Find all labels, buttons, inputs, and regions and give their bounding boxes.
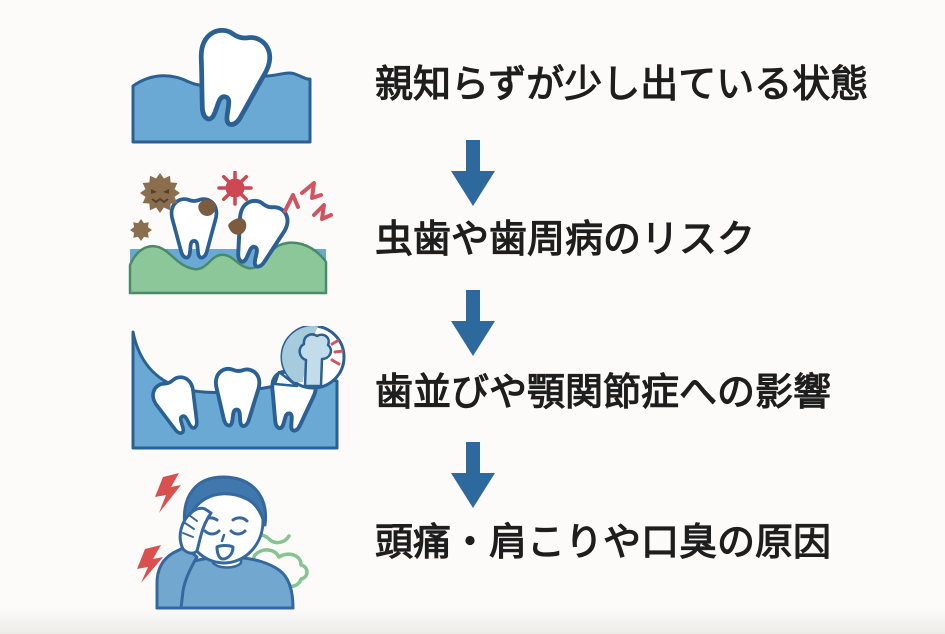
- step-label-headache-bad-breath: 頭痛・肩こりや口臭の原因: [375, 522, 832, 564]
- virus-icon: [217, 171, 253, 206]
- tilted-wisdom-tooth-icon: [151, 375, 199, 435]
- jaw-joint-inset-icon: [273, 326, 346, 390]
- step-label-decay-risk: 虫歯や歯周病のリスク: [375, 219, 756, 261]
- hair-icon: [182, 475, 268, 529]
- down-arrow-icon: [451, 442, 495, 508]
- finger-lines-icon: [182, 514, 198, 538]
- condyle-bone-icon: [298, 333, 333, 388]
- alignment-illustration-svg: [131, 326, 346, 450]
- cavity-spot-icon: [198, 199, 216, 216]
- bacteria-small-icon: [130, 219, 152, 241]
- decayed-wisdom-tooth-icon: [236, 198, 290, 269]
- down-arrow-icon: [451, 290, 495, 356]
- pain-marks-icon: [283, 181, 333, 221]
- decay-illustration-svg: [128, 171, 333, 295]
- man-headache-bad-breath-icon: [127, 471, 325, 629]
- headache-illustration-svg: [137, 473, 309, 610]
- hand-icon: [178, 506, 213, 555]
- inset-pointer-icon: [273, 370, 299, 388]
- crowded-teeth-jaw-joint-icon: [127, 326, 349, 452]
- inflamed-gum-icon: [128, 241, 328, 295]
- molar-tooth-icon: [213, 366, 262, 428]
- down-arrow-icon: [451, 140, 495, 206]
- mouth-icon: [215, 544, 235, 561]
- lightning-pain-icon: [137, 473, 181, 583]
- step-label-alignment-tmj: 歯並びや顎関節症への影響: [375, 372, 832, 414]
- joint-pain-marks-icon: [330, 338, 344, 366]
- bacteria-icon: [140, 173, 180, 213]
- wisdom-tooth-illustration-svg: [131, 28, 312, 144]
- cavity-spot-icon: [228, 218, 247, 235]
- tooth-icon: [198, 28, 272, 127]
- step-label-wisdom-tooth-erupting: 親知らずが少し出ている状態: [375, 64, 869, 106]
- decayed-teeth-with-bacteria-icon: [122, 171, 334, 297]
- partially-erupted-wisdom-tooth-icon: [129, 28, 314, 146]
